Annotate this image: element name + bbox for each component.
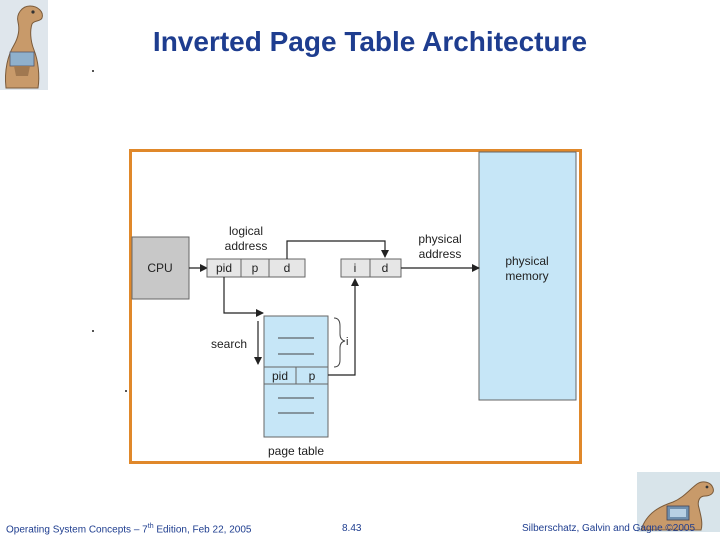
physical-memory-label-line1: physical <box>505 254 548 268</box>
stray-dot <box>92 70 94 72</box>
arrow-logical-to-search <box>223 277 264 317</box>
cpu-block <box>131 236 190 300</box>
footer-slide-number: 8.43 <box>342 523 362 534</box>
search-label: search <box>211 337 247 351</box>
logical-field-d-text: d <box>284 261 291 275</box>
footer-course-info: Operating System Concepts – 7th Edition,… <box>6 523 251 535</box>
footer-copyright: Silberschatz, Galvin and Gagne ©2005 <box>522 523 696 534</box>
physical-address-label-line2: address <box>419 247 462 261</box>
arrow-index-to-physical <box>328 278 359 376</box>
stray-dot <box>125 390 127 392</box>
logical-field-p-text: p <box>252 261 259 275</box>
footer-left-prefix: Operating System Concepts – 7 <box>6 524 148 536</box>
footer-left-sup: th <box>147 523 154 530</box>
logical-address-label-line1: logical <box>229 224 263 238</box>
logical-address-label-line2: address <box>225 239 268 253</box>
page-table-entry-p-text: p <box>309 369 316 383</box>
dinosaur-logo-top-left <box>0 0 48 90</box>
physical-memory-label-line2: memory <box>505 269 548 283</box>
physical-address-label-line1: physical <box>418 232 461 246</box>
physical-field-d-text: d <box>382 261 389 275</box>
index-brace <box>333 317 346 368</box>
page-table-entry-pid-text: pid <box>272 369 288 383</box>
physical-field-i-text: i <box>354 261 357 275</box>
page-table-label: page table <box>268 444 324 458</box>
index-label: i <box>346 336 348 348</box>
footer-left-suffix: Edition, Feb 22, 2005 <box>153 524 252 536</box>
logical-field-pid-text: pid <box>216 261 232 275</box>
arrow-offset-to-physical <box>286 240 389 259</box>
stray-dot <box>92 330 94 332</box>
dinosaur-logo-bottom-right <box>637 472 720 532</box>
slide-title: Inverted Page Table Architecture <box>152 26 588 57</box>
cpu-label: CPU <box>147 261 172 275</box>
physical-memory-block <box>478 151 577 401</box>
